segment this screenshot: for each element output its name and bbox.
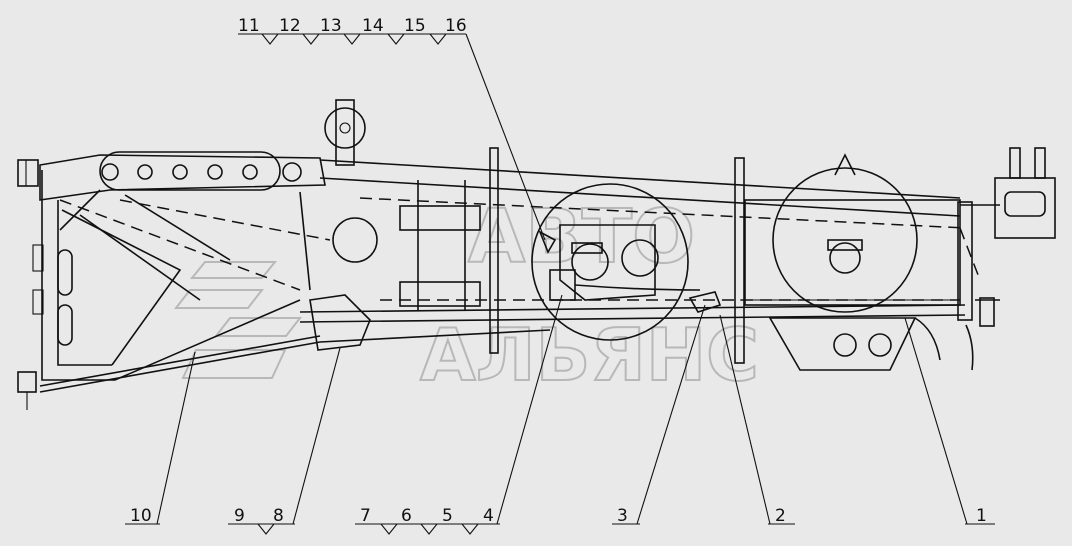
central-drum (531, 183, 722, 341)
callout-1: 1 (976, 506, 987, 526)
callout-14: 14 (362, 16, 384, 36)
watermark-line2: АЛЬЯНС (420, 313, 759, 397)
callout-9: 9 (234, 506, 245, 526)
callout-13: 13 (320, 16, 342, 36)
rear-tank (744, 153, 961, 313)
callout-15: 15 (404, 16, 426, 36)
crossmembers (399, 147, 973, 364)
rear-hitch (960, 147, 1056, 371)
callout-group-top: 11 12 13 14 15 16 (238, 16, 546, 241)
watermark-line1: АВТО (468, 194, 695, 280)
callout-7: 7 (360, 506, 371, 526)
callout-group-bottom: 10 9 8 7 6 5 4 3 2 1 (125, 294, 995, 535)
callout-11: 11 (238, 16, 260, 36)
callout-3: 3 (617, 506, 628, 526)
callout-2: 2 (775, 506, 786, 526)
watermark-logo: АВТО АЛЬЯНС (173, 193, 760, 398)
top-pulley (324, 99, 366, 166)
callout-8: 8 (273, 506, 284, 526)
callout-10: 10 (130, 506, 152, 526)
front-boom (17, 151, 551, 410)
callout-12: 12 (279, 16, 301, 36)
callout-16: 16 (445, 16, 467, 36)
callout-4: 4 (483, 506, 494, 526)
callout-5: 5 (442, 506, 453, 526)
frame-rails (299, 159, 981, 323)
callout-6: 6 (401, 506, 412, 526)
rear-axle-box (768, 317, 941, 371)
watermark-emblem (173, 261, 303, 379)
